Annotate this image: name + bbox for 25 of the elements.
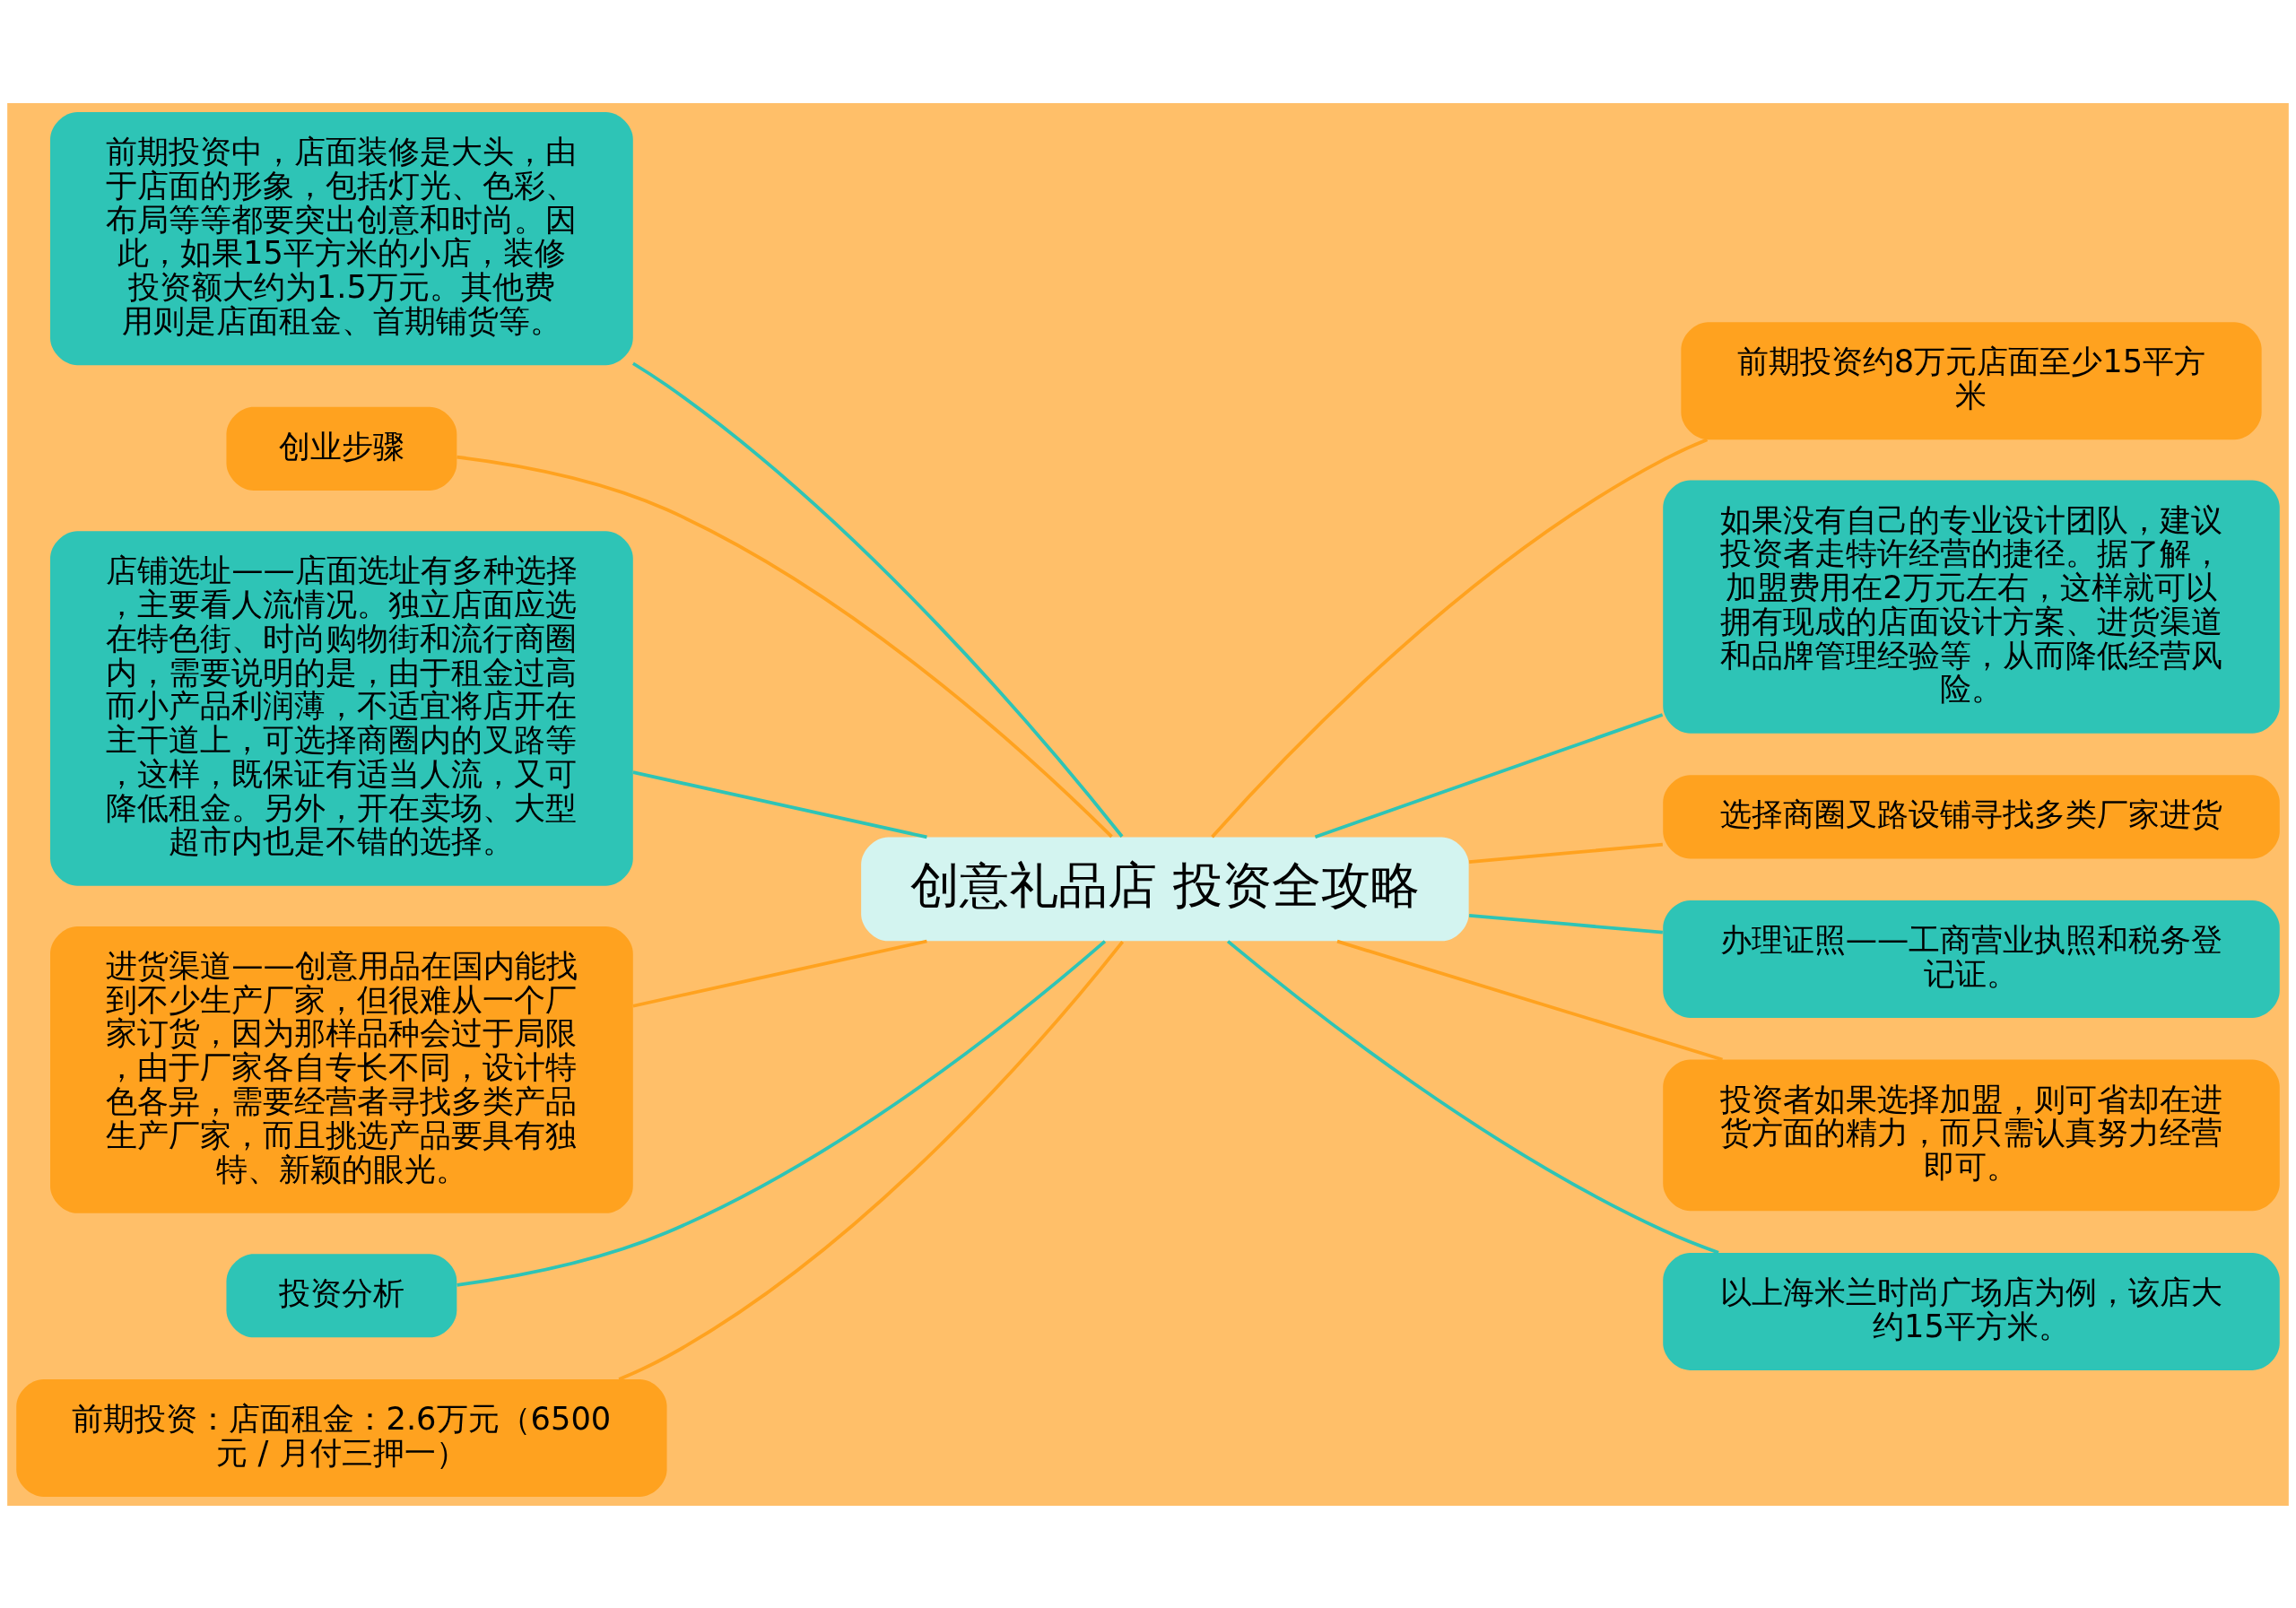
connector [1336, 939, 1723, 1061]
connector [1468, 842, 1663, 864]
connector [631, 361, 1124, 838]
node-box: 创业步骤 [226, 406, 457, 491]
node-box: 店铺选址——店面选址有多种选择，主要看人流情况。独立店面应选在特色街、时尚购物街和流行商圈内，需要说明的是，由于租金过高而小产品利润薄，不适宜将店开在主干道上，可选择商圈内的叉路等，这样，既保证有适当人流，又可降低租金。另外，开在卖场、大型超市内也是不错的选择。 [50, 530, 633, 886]
connector [1226, 939, 1719, 1254]
node-box: 办理证照——工商营业执照和税务登记证。 [1663, 900, 2280, 1018]
node-box: 选择商圈叉路设铺寻找多类厂家进货 [1663, 774, 2280, 858]
connector [1211, 438, 1709, 838]
connector [1314, 712, 1664, 839]
node-box: 创意礼品店 投资全攻略 [861, 837, 1469, 941]
node-box: 以上海米兰时尚广场店为例，该店大约15平方米。 [1663, 1252, 2280, 1370]
node-box: 投资分析 [226, 1253, 457, 1337]
node-box: 进货渠道——创意用品在国内能找到不少生产厂家，但很难从一个厂家订货，因为那样品种会过于局限，由于厂家各自专长不同，设计特色各异，需要经营者寻找多类产品生产厂家，而且挑选产品要具有独特、新颖的眼光。 [50, 926, 633, 1213]
connector [457, 939, 1107, 1287]
connector [457, 455, 1113, 838]
node-box: 前期投资约8万元店面至少15平方米 [1681, 321, 2262, 439]
connector [632, 769, 927, 839]
connector [632, 939, 927, 1008]
connector [618, 940, 1125, 1381]
node-box: 如果没有自己的专业设计团队，建议投资者走特许经营的捷径。据了解，加盟费用在2万元左右，这样就可以拥有现成的店面设计方案、进货渠道和品牌管理经验等，从而降低经营风险。 [1663, 480, 2280, 734]
node-box: 投资者如果选择加盟，则可省却在进货方面的精力，而只需认真努力经营即可。 [1663, 1059, 2280, 1211]
node-box: 前期投资中，店面装修是大头，由于店面的形象，包括灯光、色彩、布局等等都要突出创意和时尚。因此，如果15平方米的小店，装修投资额大约为1.5万元。其他费用则是店面租金、首期铺货等。 [50, 111, 633, 365]
node-box: 前期投资：店面租金：2.6万元（6500元 / 月付三押一） [16, 1378, 667, 1497]
connector [1468, 913, 1663, 934]
